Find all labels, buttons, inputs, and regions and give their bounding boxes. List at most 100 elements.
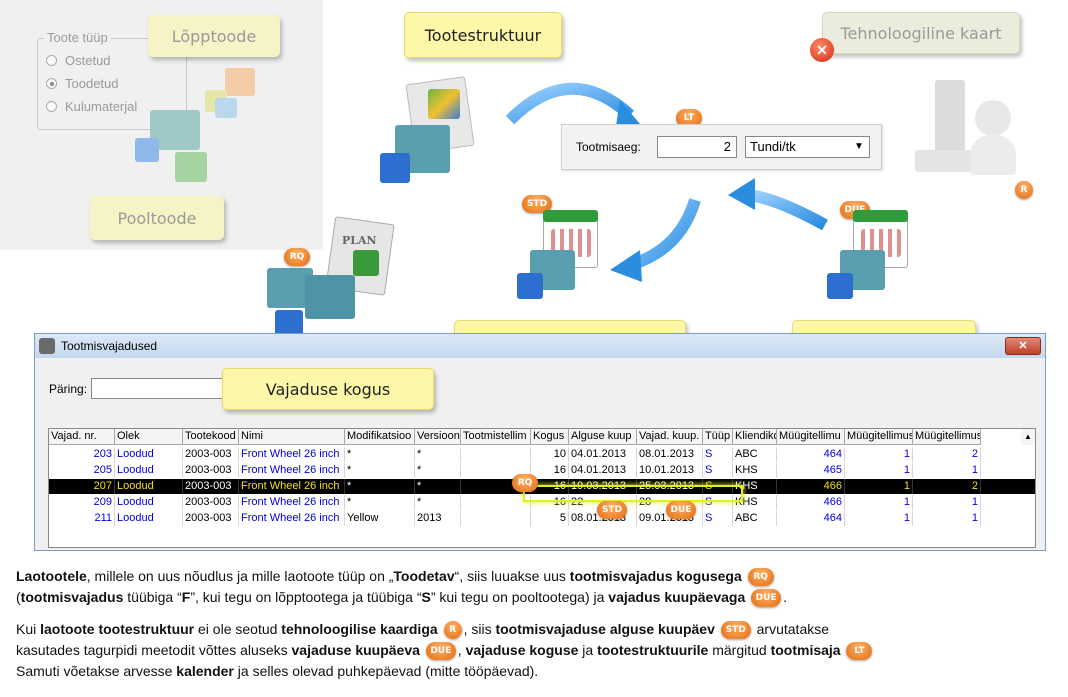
table-cell: ABC bbox=[733, 447, 777, 462]
table-cell: Loodud bbox=[115, 447, 183, 462]
table-cell: * bbox=[415, 495, 461, 510]
table-cell: 2003-003 bbox=[183, 463, 239, 478]
column-header[interactable]: Vajad. kuup. bbox=[637, 429, 703, 445]
production-time-label: Tootmisaeg: bbox=[576, 140, 641, 154]
column-header[interactable]: Müügitellimu bbox=[777, 429, 845, 445]
radio-consumable[interactable]: Kulumaterjal bbox=[46, 99, 137, 114]
table-cell: S bbox=[703, 511, 733, 526]
table-cell: 1 bbox=[845, 495, 913, 510]
callout-finished-product: Lõpptoode bbox=[148, 15, 280, 57]
table-cell: Loodud bbox=[115, 511, 183, 526]
radio-circle-icon bbox=[46, 101, 57, 112]
table-cell: 28 bbox=[637, 495, 703, 510]
table-cell: 1 bbox=[913, 511, 981, 526]
table-cell: 10.01.2013 bbox=[637, 463, 703, 478]
selected-row-highlight bbox=[523, 485, 743, 502]
product-type-groupbox bbox=[37, 38, 187, 130]
column-header[interactable]: Kogus bbox=[531, 429, 569, 445]
column-header[interactable]: Tüüp bbox=[703, 429, 733, 445]
table-cell: Loodud bbox=[115, 463, 183, 478]
table-cell: 2013 bbox=[415, 511, 461, 526]
table-cell: 203 bbox=[49, 447, 115, 462]
table-cell: Front Wheel 26 inch bbox=[239, 479, 345, 494]
radio-selected-icon bbox=[46, 78, 57, 89]
lt-badge: LT bbox=[676, 109, 702, 127]
table-cell: * bbox=[415, 463, 461, 478]
table-cell: Front Wheel 26 inch bbox=[239, 447, 345, 462]
radio-purchased[interactable]: Ostetud bbox=[46, 53, 111, 68]
production-requirements-window: Tootmisvajadused ✕ Päring: Vajad. nr.Ole… bbox=[34, 333, 1046, 551]
callout-quantity: Vajaduse kogus bbox=[222, 368, 434, 410]
due-badge: DUE bbox=[666, 501, 696, 519]
radio-produced[interactable]: Toodetud bbox=[46, 76, 119, 91]
table-cell: S bbox=[703, 495, 733, 510]
table-cell: 465 bbox=[777, 463, 845, 478]
callout-product-structure: Tootestruktuur bbox=[404, 12, 562, 58]
table-cell: 1 bbox=[913, 463, 981, 478]
table-cell: 16 bbox=[531, 495, 569, 510]
production-time-input[interactable]: 2 bbox=[657, 136, 737, 158]
column-header[interactable]: Müügitellimus bbox=[913, 429, 981, 445]
column-header[interactable]: Vajad. nr. bbox=[49, 429, 115, 445]
rq-badge: RQ bbox=[284, 248, 310, 266]
table-cell: 1 bbox=[845, 479, 913, 494]
query-input[interactable] bbox=[91, 378, 231, 399]
column-header[interactable]: Kliendikod bbox=[733, 429, 777, 445]
column-header[interactable]: Versioon bbox=[415, 429, 461, 445]
plan-cubes-icon: PLAN bbox=[265, 216, 405, 345]
column-header[interactable]: Müügitellimus bbox=[845, 429, 913, 445]
table-cell: Loodud bbox=[115, 495, 183, 510]
table-cell: 464 bbox=[777, 511, 845, 526]
table-cell: * bbox=[415, 447, 461, 462]
lt-badge: LT bbox=[846, 642, 873, 661]
table-cell: 1 bbox=[845, 511, 913, 526]
table-cell: Yellow bbox=[345, 511, 415, 526]
table-cell bbox=[461, 447, 531, 462]
close-button[interactable]: ✕ bbox=[1005, 337, 1041, 355]
column-header[interactable]: Olek bbox=[115, 429, 183, 445]
arrow-from-due-date bbox=[748, 189, 828, 231]
table-cell bbox=[461, 495, 531, 510]
column-header[interactable]: Nimi bbox=[239, 429, 345, 445]
table-cell: * bbox=[345, 495, 415, 510]
table-cell: 466 bbox=[777, 479, 845, 494]
product-structure-icon bbox=[380, 75, 490, 190]
window-gear-icon bbox=[39, 338, 55, 354]
scroll-up-icon[interactable]: ▲ bbox=[1021, 429, 1035, 445]
column-header[interactable]: Tootmistellim bbox=[461, 429, 531, 445]
production-time-unit-select[interactable]: Tundi/tk ▼ bbox=[745, 136, 870, 158]
query-label: Päring: bbox=[49, 382, 88, 396]
table-cell: S bbox=[703, 447, 733, 462]
table-cell: 2 bbox=[913, 479, 981, 494]
due-badge: DUE bbox=[751, 589, 782, 608]
table-cell: 2003-003 bbox=[183, 511, 239, 526]
table-cell: 2003-003 bbox=[183, 447, 239, 462]
description-paragraph-1: Laotootele, millele on uus nõudlus ja mi… bbox=[16, 566, 1061, 608]
table-cell: 1 bbox=[845, 447, 913, 462]
calendar-cube-icon bbox=[515, 205, 610, 305]
column-header[interactable]: Alguse kuup bbox=[569, 429, 637, 445]
table-cell: 464 bbox=[777, 447, 845, 462]
std-badge: STD bbox=[522, 195, 552, 213]
table-cell: Front Wheel 26 inch bbox=[239, 463, 345, 478]
table-cell: ABC bbox=[733, 511, 777, 526]
machine-tool-icon bbox=[915, 70, 1020, 185]
table-cell: 2003-003 bbox=[183, 495, 239, 510]
table-cell: 04.01.2013 bbox=[569, 463, 637, 478]
column-header[interactable]: Tootekood bbox=[183, 429, 239, 445]
description-paragraph-2: Kui laotoote tootestruktuur ei ole seotu… bbox=[16, 619, 1061, 682]
rq-badge: RQ bbox=[747, 568, 774, 587]
due-badge: DUE bbox=[425, 642, 456, 661]
table-cell: 22 bbox=[569, 495, 637, 510]
column-header[interactable]: Modifikatsioo bbox=[345, 429, 415, 445]
rq-badge: RQ bbox=[512, 474, 538, 492]
std-badge: STD bbox=[720, 621, 751, 640]
table-cell: * bbox=[345, 479, 415, 494]
table-cell: KHS bbox=[733, 479, 777, 494]
table-cell bbox=[461, 463, 531, 478]
